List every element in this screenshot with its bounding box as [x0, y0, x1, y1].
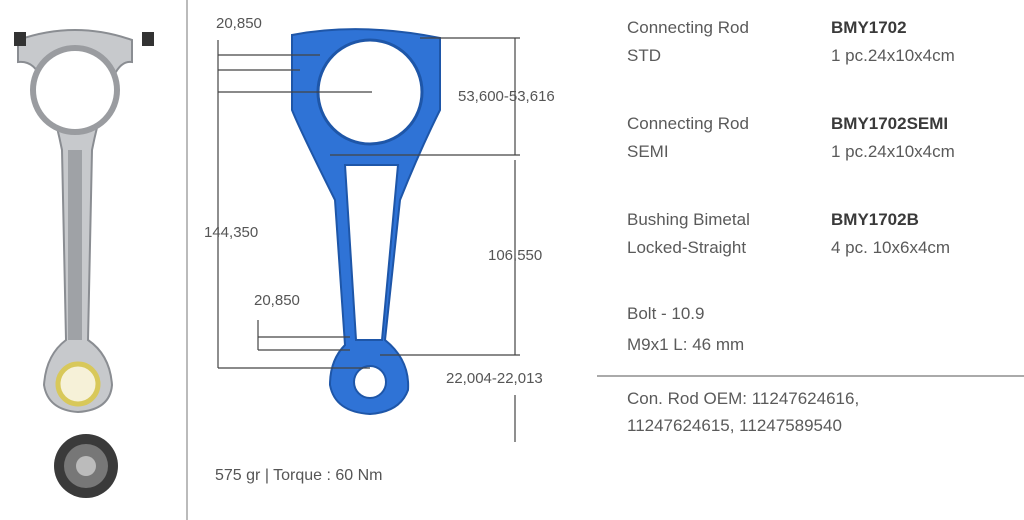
dim-beam-length: 106,550 [488, 247, 543, 264]
dim-small-end-width: 20,850 [254, 292, 300, 309]
bolt-grade: Bolt - 10.9 [627, 304, 705, 323]
product-pack: 1 pc.24x10x4cm [831, 46, 955, 65]
column-divider [186, 0, 188, 520]
dim-big-end-bore: 53,600-53,616 [458, 88, 555, 105]
product-code: BMY1702SEMI [831, 114, 949, 133]
weight-torque: 575 gr | Torque : 60 Nm [215, 467, 383, 484]
bolt-photo [54, 434, 118, 498]
product-variant: STD [627, 46, 661, 65]
bolt-size: M9x1 L: 46 mm [627, 335, 745, 354]
section-divider [597, 375, 1024, 377]
product-code: BMY1702 [831, 18, 907, 37]
dim-center-distance: 144,350 [204, 224, 259, 241]
product-name: Connecting Rod [627, 114, 749, 133]
connecting-rod-photo [14, 29, 154, 414]
dim-small-end-bore: 22,004-22,013 [446, 370, 543, 387]
product-name: Bushing Bimetal [627, 210, 750, 229]
dimension-lines [217, 37, 520, 442]
product-name: Connecting Rod [627, 18, 749, 37]
product-pack: 1 pc.24x10x4cm [831, 142, 955, 161]
oem-numbers-line2: 11247624615, 11247589540 [627, 416, 842, 435]
oem-numbers-line1: Con. Rod OEM: 11247624616, [627, 389, 860, 408]
dim-small-end-offset: 20,850 [216, 15, 262, 32]
product-code: BMY1702B [831, 210, 919, 229]
product-pack: 4 pc. 10x6x4cm [831, 238, 951, 257]
product-variant: SEMI [627, 142, 669, 161]
connecting-rod-diagram [291, 28, 441, 416]
product-variant: Locked-Straight [627, 238, 747, 257]
